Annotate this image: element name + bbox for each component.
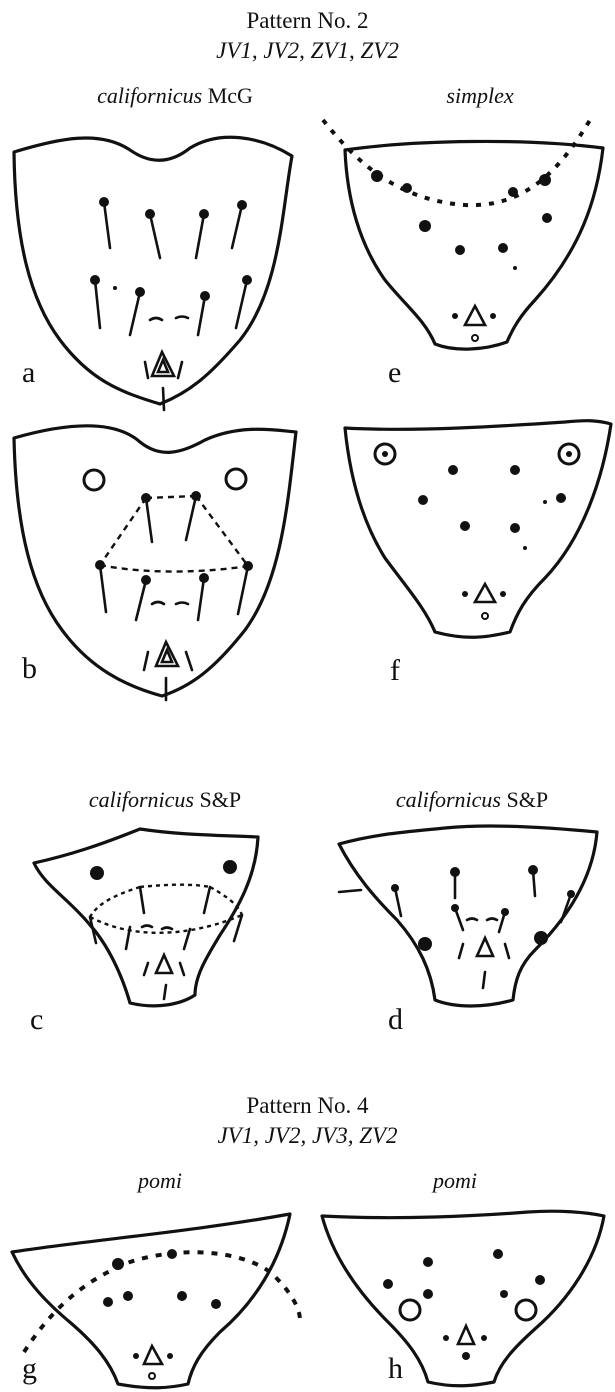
anal-opening [452,306,496,341]
species-label-h: pomi [405,1168,505,1194]
plate-f-diagram [335,418,615,648]
species-label-d: californicus S&P [347,787,597,813]
plate-g-diagram [10,1212,300,1392]
label-a: a [22,356,35,390]
pattern-4-setae: JV1, JV2, JV3, ZV2 [0,1123,615,1149]
setae-dots [383,1249,545,1320]
setae-anterior [99,197,247,258]
label-h: h [388,1352,403,1386]
label-e: e [388,356,401,390]
anal-opening [459,938,509,988]
anal-opening [144,955,184,999]
label-c: c [30,1003,43,1037]
setae-dots [371,170,552,270]
label-b: b [22,652,37,686]
anal-opening [462,584,506,619]
setae [339,865,575,951]
species-label-c: californicus S&P [40,787,290,813]
label-d: d [388,1003,403,1037]
anal-opening [133,1346,173,1379]
pattern-2-setae: JV1, JV2, ZV1, ZV2 [0,38,615,64]
plate-c-diagram [30,825,270,1015]
label-g: g [22,1352,37,1386]
setae-posterior [90,275,252,335]
plate-d-diagram [335,820,615,1020]
setae-dots [103,1249,221,1309]
anal-opening [443,1326,487,1360]
pattern-4-title: Pattern No. 4 [0,1093,615,1119]
label-f: f [390,654,400,688]
species-label-g: pomi [110,1168,210,1194]
setae-dots [418,465,566,550]
setae [95,491,253,620]
pattern-2-title: Pattern No. 2 [0,8,615,34]
plate-h-diagram [318,1210,610,1390]
species-label-e: simplex [380,83,580,109]
plate-e-diagram [335,130,610,360]
plate-b-diagram [0,420,300,710]
plate-a-diagram [0,130,300,420]
species-label-a: californicus McG [50,83,300,109]
setae [90,887,242,949]
